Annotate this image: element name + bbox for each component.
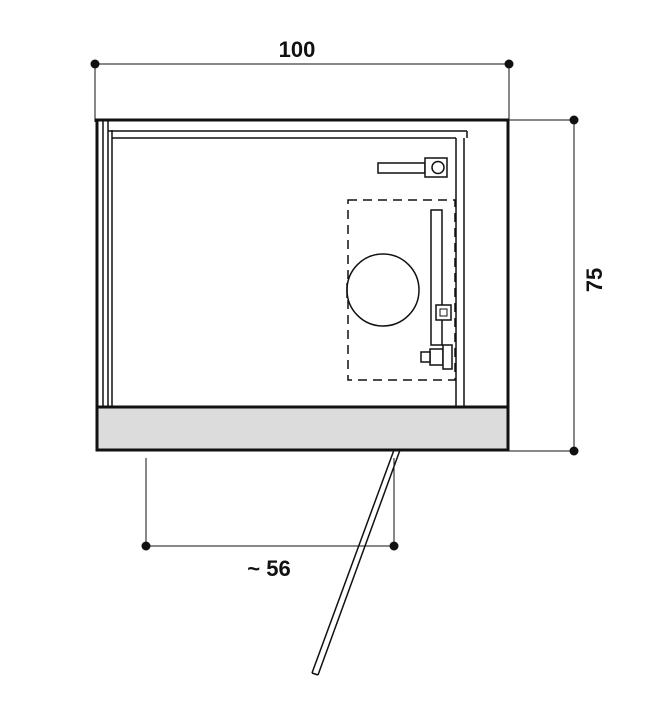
plinth — [95, 405, 510, 452]
depth-dimension-label: 75 — [582, 268, 607, 292]
width-dimension: 100 — [90, 37, 514, 122]
hose-holder — [430, 209, 452, 346]
width-dimension-dot-right — [504, 59, 514, 69]
depth-dimension: 75 — [509, 115, 607, 456]
door-swing-line-1 — [311, 449, 395, 674]
towel-rail-knob-icon — [431, 160, 445, 175]
mixer-tap-body — [429, 348, 444, 366]
depth-dimension-dot-top — [569, 115, 579, 125]
door-swing-line-2 — [317, 449, 401, 676]
width-dimension-dot-left — [90, 59, 100, 69]
towel-rail — [377, 157, 448, 178]
door-swing-end — [311, 672, 319, 676]
towel-rail-bar — [377, 162, 426, 174]
drain-circle — [346, 253, 420, 327]
depth-dimension-dot-bottom — [569, 446, 579, 456]
offset-dimension-label: ~ 56 — [247, 556, 290, 581]
width-dimension-label: 100 — [279, 37, 316, 62]
mixer-tap-base — [442, 344, 453, 370]
offset-dimension-dot-right — [389, 541, 399, 551]
hose-rail — [430, 209, 443, 346]
mixer-tap-handle — [420, 351, 431, 363]
hose-holder-clip-inner — [439, 308, 448, 317]
door-offset-dimension: ~ 56 — [141, 458, 399, 581]
mixer-tap — [420, 344, 453, 370]
cabinet-body — [95, 118, 510, 452]
door-swing — [311, 449, 401, 676]
offset-dimension-dot-left — [141, 541, 151, 551]
